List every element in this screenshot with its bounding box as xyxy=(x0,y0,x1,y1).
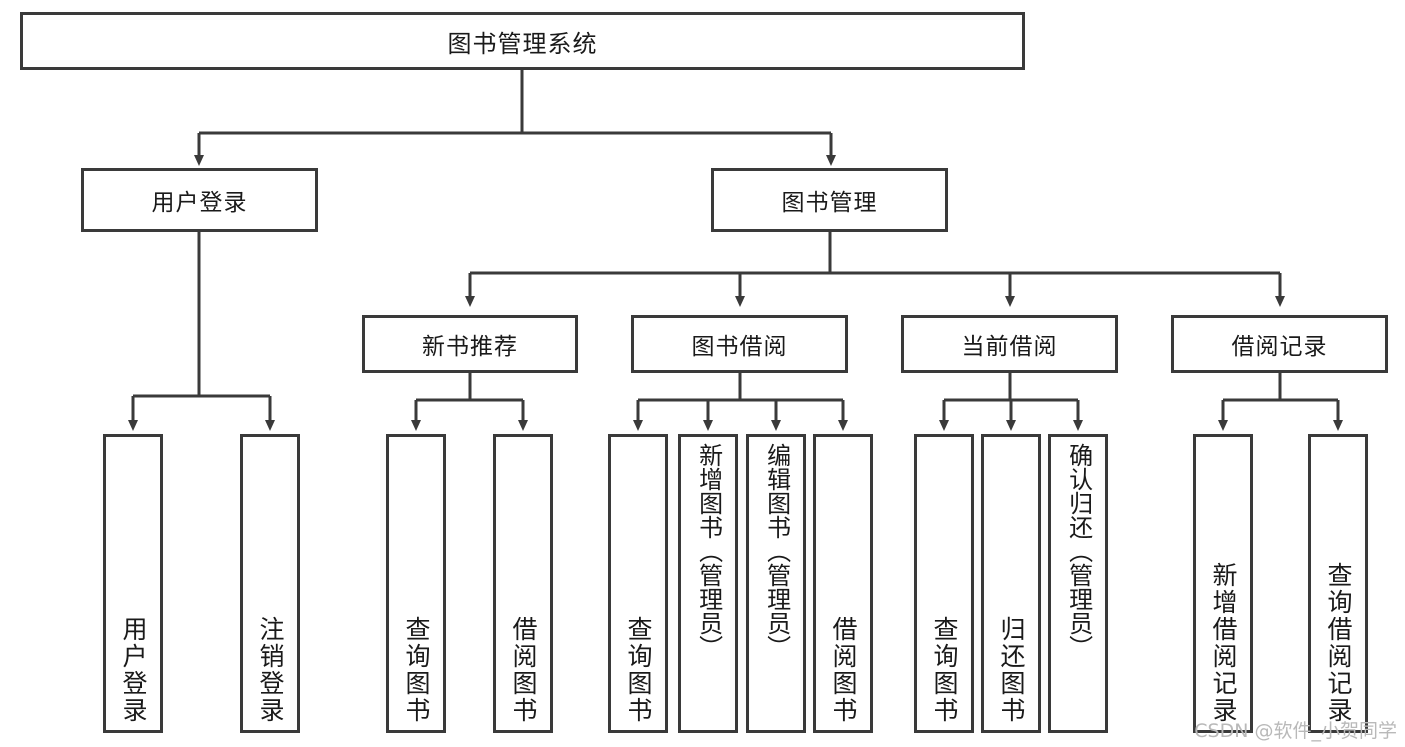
leaf-label: 确认归还（管理员） xyxy=(1064,443,1093,659)
leaf-query-borrow-record[interactable]: 查询借阅记录 xyxy=(1308,434,1368,733)
leaf-label: 查询借阅记录 xyxy=(1324,562,1353,724)
leaf-edit-book-admin[interactable]: 编辑图书（管理员） xyxy=(746,434,806,733)
node-label: 图书管理 xyxy=(781,190,878,216)
leaf-logout[interactable]: 注销登录 xyxy=(240,434,300,733)
node-label: 用户登录 xyxy=(151,190,248,216)
node-current-borrow[interactable]: 当前借阅 xyxy=(901,315,1118,373)
node-label: 图书管理系统 xyxy=(447,29,598,58)
leaf-label: 注销登录 xyxy=(256,616,285,724)
leaf-confirm-return-admin[interactable]: 确认归还（管理员） xyxy=(1048,434,1108,733)
leaf-query-book-recommend[interactable]: 查询图书 xyxy=(386,434,446,733)
leaf-user-login[interactable]: 用户登录 xyxy=(103,434,163,733)
node-label: 当前借阅 xyxy=(961,334,1058,360)
leaf-label: 查询图书 xyxy=(930,616,959,724)
leaf-label: 新增借阅记录 xyxy=(1209,562,1238,724)
leaf-label: 借阅图书 xyxy=(829,616,858,724)
leaf-return-book[interactable]: 归还图书 xyxy=(981,434,1041,733)
leaf-label: 归还图书 xyxy=(997,616,1026,724)
leaf-borrow-book-recommend[interactable]: 借阅图书 xyxy=(493,434,553,733)
node-label: 图书借阅 xyxy=(691,334,788,360)
node-label: 借阅记录 xyxy=(1231,334,1328,360)
leaf-query-book-borrow[interactable]: 查询图书 xyxy=(608,434,668,733)
node-book-borrow[interactable]: 图书借阅 xyxy=(631,315,848,373)
leaf-query-book-current[interactable]: 查询图书 xyxy=(914,434,974,733)
leaf-label: 编辑图书（管理员） xyxy=(762,443,791,659)
leaf-label: 查询图书 xyxy=(402,616,431,724)
node-new-book-recommend[interactable]: 新书推荐 xyxy=(362,315,578,373)
leaf-label: 用户登录 xyxy=(119,616,148,724)
leaf-add-book-admin[interactable]: 新增图书（管理员） xyxy=(678,434,738,733)
node-label: 新书推荐 xyxy=(422,334,518,360)
leaf-label: 查询图书 xyxy=(624,616,653,724)
node-user-login[interactable]: 用户登录 xyxy=(81,168,318,232)
leaf-label: 借阅图书 xyxy=(509,616,538,724)
leaf-borrow-book[interactable]: 借阅图书 xyxy=(813,434,873,733)
node-borrow-record[interactable]: 借阅记录 xyxy=(1171,315,1388,373)
node-root-book-management-system[interactable]: 图书管理系统 xyxy=(20,12,1025,70)
watermark: CSDN @软件_小贺同学 xyxy=(1194,720,1397,742)
node-book-management[interactable]: 图书管理 xyxy=(711,168,948,232)
leaf-label: 新增图书（管理员） xyxy=(694,443,723,659)
leaf-add-borrow-record[interactable]: 新增借阅记录 xyxy=(1193,434,1253,733)
